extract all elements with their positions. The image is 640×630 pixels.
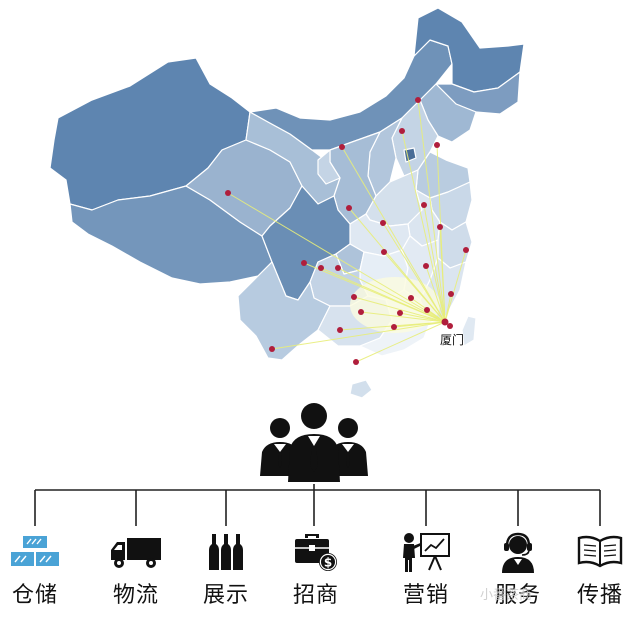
- service-label: 招商: [292, 583, 339, 608]
- service-label: 仓储: [11, 583, 58, 608]
- city-dot: [358, 309, 364, 315]
- route-line: [423, 204, 446, 323]
- city-dot: [335, 265, 341, 271]
- route-lines: [227, 99, 467, 363]
- headset-operator-icon: [502, 532, 534, 573]
- city-dot: [421, 202, 427, 208]
- city-dot: [463, 247, 469, 253]
- city-dot: [301, 260, 307, 266]
- route-line: [399, 312, 446, 323]
- city-dot: [339, 144, 345, 150]
- route-line: [439, 226, 446, 323]
- service-label: 物流: [112, 583, 159, 608]
- city-dot: [225, 190, 231, 196]
- service-promotion: 传播: [560, 528, 640, 610]
- service-display: 展示: [186, 528, 266, 610]
- route-line: [426, 309, 446, 323]
- route-line: [444, 249, 467, 323]
- city-dot: [448, 291, 454, 297]
- route-line: [425, 265, 446, 323]
- city-dot: [351, 294, 357, 300]
- route-line: [355, 321, 446, 363]
- city-dot: [399, 128, 405, 134]
- route-line: [401, 130, 446, 323]
- city-dot: [434, 142, 440, 148]
- region-taiwan: [461, 315, 477, 347]
- watermark-text: 小番茶商: [480, 588, 533, 603]
- route-line: [227, 192, 446, 323]
- group-people-icon: [260, 403, 368, 482]
- region-hainan: [349, 379, 373, 399]
- route-line: [337, 267, 446, 323]
- route-line: [382, 222, 446, 323]
- city-dot: [424, 307, 430, 313]
- city-dot: [269, 346, 275, 352]
- briefcase-dollar-icon: $: [295, 534, 337, 571]
- svg-text:$: $: [324, 556, 332, 570]
- route-line: [320, 267, 446, 323]
- origin-city-label: 厦门: [440, 333, 465, 347]
- city-dot: [447, 323, 453, 329]
- service-investment: $ 招商: [276, 528, 356, 610]
- presentation-board-icon: [403, 533, 450, 572]
- warehouse-icon: [11, 536, 59, 566]
- service-logistics: 物流: [96, 528, 176, 610]
- route-line: [444, 293, 452, 323]
- city-dot: [337, 327, 343, 333]
- service-support: 服务: [478, 528, 558, 610]
- region-ningxia: [317, 149, 341, 185]
- service-label: 展示: [202, 583, 249, 608]
- service-warehouse: 仓储: [0, 528, 75, 610]
- city-dot: [353, 359, 359, 365]
- city-dot: [408, 295, 414, 301]
- city-dot: [415, 97, 421, 103]
- city-dot: [437, 224, 443, 230]
- city-dot: [380, 220, 386, 226]
- wine-bottles-icon: [209, 534, 243, 570]
- origin-city-dot: [441, 318, 449, 326]
- route-line: [271, 321, 446, 350]
- service-label: 传播: [576, 583, 623, 608]
- route-line: [383, 251, 446, 323]
- service-marketing: 营销: [386, 528, 466, 610]
- city-dot: [397, 310, 403, 316]
- route-line: [341, 146, 446, 323]
- service-label: 服务: [494, 583, 541, 608]
- city-dot: [318, 265, 324, 271]
- city-dot: [381, 249, 387, 255]
- route-line: [360, 311, 446, 323]
- open-book-icon: [577, 535, 623, 568]
- city-dots: [225, 97, 469, 365]
- route-line: [353, 296, 446, 323]
- map-regions: [49, 7, 525, 399]
- city-dot: [391, 324, 397, 330]
- route-line: [417, 99, 446, 323]
- city-dot: [423, 263, 429, 269]
- china-map: [49, 7, 525, 399]
- service-label: 营销: [402, 583, 449, 608]
- delivery-truck-icon: [111, 538, 161, 568]
- city-dot: [346, 205, 352, 211]
